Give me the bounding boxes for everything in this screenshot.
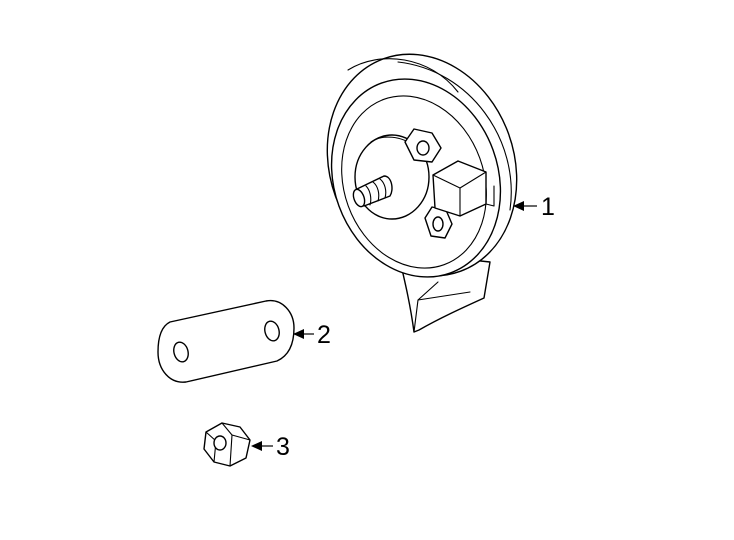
horn-inner-ring [341, 95, 487, 269]
horn-upper-ear-hole [416, 140, 430, 156]
callout-number-nut: 3 [276, 433, 290, 461]
nut-hole [213, 435, 227, 451]
callout-number-horn: 1 [541, 193, 555, 221]
spacer-hole-left [173, 341, 189, 363]
horn-stud-tip [352, 188, 366, 208]
callout-3-arrow [251, 441, 262, 451]
callout-number-spacer: 2 [317, 321, 331, 349]
spacer-part [157, 299, 295, 383]
callout-2-arrow [293, 329, 304, 339]
nut-body [203, 422, 251, 467]
horn-part [326, 53, 518, 333]
horn-lower-ear-hole [432, 216, 444, 232]
nut-part [203, 422, 251, 467]
callout-2: 2 [293, 321, 331, 349]
spacer-hole-right [264, 320, 280, 342]
callout-3: 3 [251, 433, 290, 461]
callout-1: 1 [513, 193, 555, 221]
callout-1-arrow [513, 201, 524, 211]
spacer-body [157, 299, 295, 383]
